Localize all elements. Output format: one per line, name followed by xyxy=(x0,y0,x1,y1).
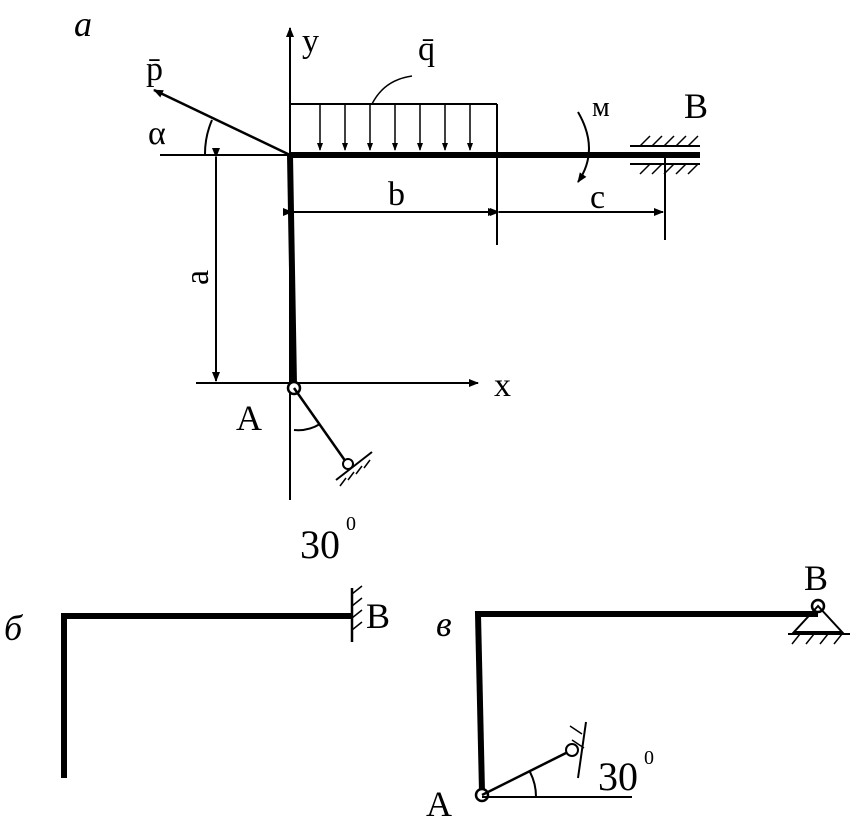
angle-30-value-v: 30 xyxy=(598,754,638,799)
rod-support-v xyxy=(481,750,569,797)
support-b-clamp xyxy=(630,135,700,175)
rod-hinge-v xyxy=(565,743,579,757)
support-b-label-v: B xyxy=(804,558,828,598)
rod-hatch-v xyxy=(569,725,585,749)
panel-label-v: в xyxy=(436,604,452,644)
panel-label-a: а xyxy=(74,4,92,44)
point-a-label: A xyxy=(236,398,262,438)
moment-label: м xyxy=(592,92,610,123)
frame-b xyxy=(61,613,352,778)
wall-hatch-b xyxy=(351,585,363,631)
angle-30-arc xyxy=(293,423,321,432)
panel-label-b: б xyxy=(4,608,24,648)
point-a-label-v: A xyxy=(426,784,452,824)
load-q-label: q̄ xyxy=(418,31,435,68)
x-axis-label: x xyxy=(494,367,511,404)
vertical-member xyxy=(287,154,297,386)
diagram-a: а y x p̄ α q̄ xyxy=(74,4,708,567)
frame-v xyxy=(474,611,818,793)
angle-30-degree-v: 0 xyxy=(644,747,654,769)
distributed-load: q̄ xyxy=(290,31,498,245)
diagram-b: б B xyxy=(4,585,390,778)
rod-ground xyxy=(335,451,373,481)
load-leader xyxy=(371,75,413,105)
rod-hinge xyxy=(342,458,354,470)
y-axis-label: y xyxy=(302,23,319,60)
pin-support-triangle xyxy=(791,604,845,633)
hatch-top xyxy=(639,135,699,147)
force-p-label: p̄ xyxy=(146,51,163,88)
alpha-label: α xyxy=(148,115,166,152)
support-b-label: B xyxy=(684,86,708,126)
alpha-arc xyxy=(203,119,213,156)
angle-30-value: 30 xyxy=(300,522,340,567)
dim-a-label: a xyxy=(179,270,216,285)
support-b-label-b: B xyxy=(366,596,390,636)
pin-hatch xyxy=(791,633,843,645)
moment-arrow xyxy=(577,111,590,183)
angle-30-degree: 0 xyxy=(346,513,356,535)
diagram-v: в B A 30 0 xyxy=(426,558,850,824)
force-p-arrow xyxy=(153,88,291,157)
dim-c-label: c xyxy=(590,179,605,216)
hatch-bottom xyxy=(639,163,699,175)
angle-30-arc-v xyxy=(529,771,538,798)
rod-ground-v xyxy=(577,721,587,779)
dim-b-label: b xyxy=(388,176,405,213)
rod-hatch xyxy=(339,459,371,487)
